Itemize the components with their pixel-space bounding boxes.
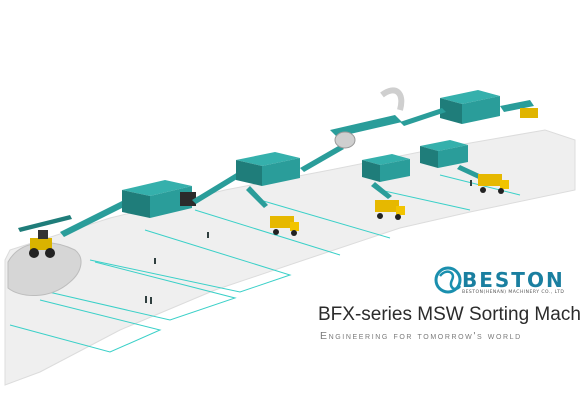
machine-unit-1 xyxy=(122,180,196,218)
conveyor-segment xyxy=(300,145,344,172)
machine-unit-5 xyxy=(420,140,468,168)
tagline: Engineering for tomorrow's world xyxy=(320,330,522,342)
floor-markings xyxy=(9,174,521,353)
conveyor-segment xyxy=(192,172,242,204)
workers xyxy=(145,180,472,304)
drum-screen xyxy=(330,87,405,149)
machine-unit-4 xyxy=(362,154,410,182)
brand-name: BESTON xyxy=(462,268,565,292)
conveyor-segment xyxy=(500,100,534,112)
output-bin xyxy=(520,108,538,118)
machine-unit-2 xyxy=(236,152,300,186)
truck xyxy=(270,216,299,236)
wheel-loader xyxy=(29,230,55,258)
truck xyxy=(478,174,509,194)
headline: BFX-series MSW Sorting Machine xyxy=(318,304,580,325)
truck xyxy=(375,200,405,220)
beston-logo-icon xyxy=(434,266,462,294)
machine-unit-3 xyxy=(440,90,500,124)
conveyor-segment xyxy=(400,108,446,126)
feed-conveyor xyxy=(18,198,132,237)
brand-subtitle: BESTON(HENAN) MACHINERY CO., LTD xyxy=(462,290,565,295)
